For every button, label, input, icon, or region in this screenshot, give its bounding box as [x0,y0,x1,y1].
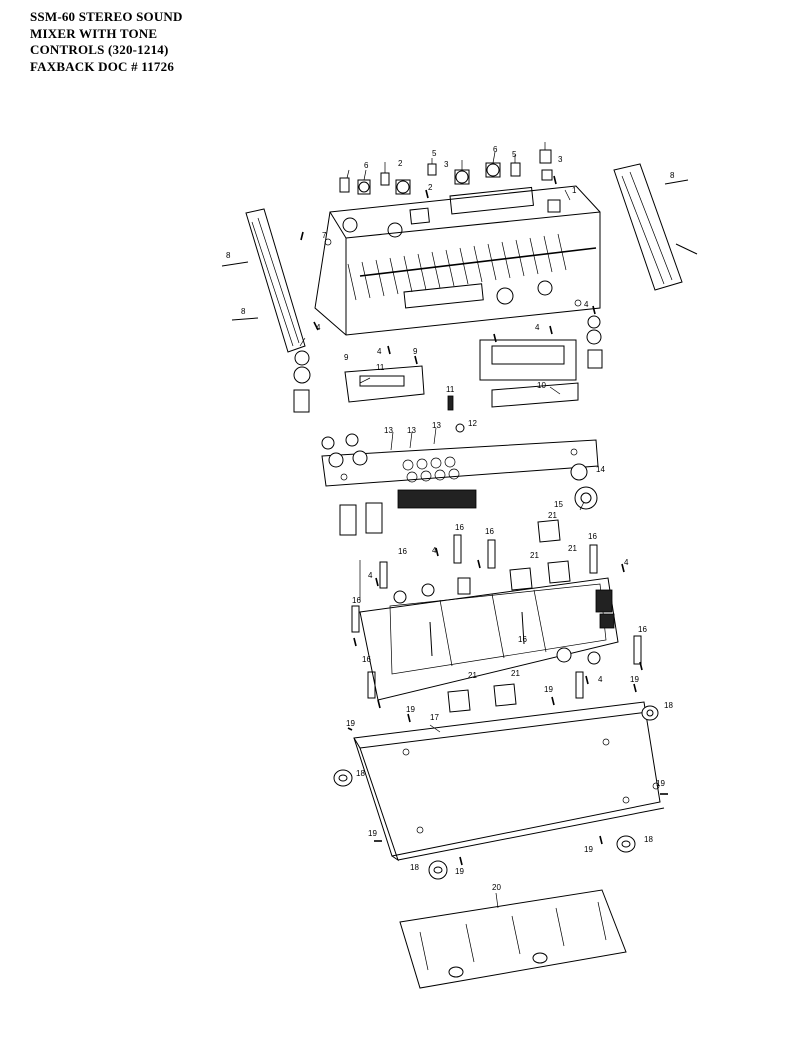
callout-21e: 21 [511,669,520,678]
callout-4e: 4 [432,546,437,555]
callout-labels: 1 2 2 3 3 4 4 4 4 4 4 4 4 5 5 6 6 7 8 8 … [226,145,675,892]
document-header: SSM-60 STEREO SOUND MIXER WITH TONE CONT… [30,9,260,75]
callout-19e: 19 [656,779,665,788]
right-jack-bracket [479,315,603,408]
callout-6b: 6 [493,145,498,154]
callout-9: 9 [344,353,349,362]
callout-19f: 19 [368,829,377,838]
callout-4b: 4 [316,323,321,332]
callout-9b: 9 [413,347,418,356]
callout-2b: 2 [428,183,433,192]
main-pcb [359,577,619,701]
header-line-3: CONTROLS (320-1214) [30,42,169,57]
callout-16f: 16 [638,625,647,634]
callout-6: 6 [364,161,369,170]
right-side-rail [613,163,698,291]
callout-11: 11 [376,363,385,372]
callout-18: 18 [664,701,673,710]
rubber-feet [333,705,659,880]
bottom-plate [399,889,627,989]
callout-16d: 16 [588,532,597,541]
left-side-rail [221,208,311,413]
callout-16b: 16 [485,527,494,536]
callout-19: 19 [346,719,355,728]
leader-lines [299,189,585,909]
callout-10: 10 [537,381,546,390]
callout-18d: 18 [410,863,419,872]
callout-16h: 16 [518,635,527,644]
callout-19c: 19 [544,685,553,694]
callout-11b: 11 [446,385,455,394]
header-line-2: MIXER WITH TONE [30,25,158,41]
callout-21: 21 [548,511,557,520]
callout-19h: 19 [455,867,464,876]
callout-7: 7 [322,231,327,240]
header-line-1: SSM-60 STEREO SOUND [30,9,183,24]
callout-5b: 5 [512,150,517,159]
callout-19b: 19 [406,705,415,714]
callout-5: 5 [432,149,437,158]
callout-13: 13 [384,426,393,435]
screws [300,175,668,866]
callout-15: 15 [554,500,563,509]
callout-2: 2 [398,159,403,168]
callout-8b: 8 [241,307,246,316]
callout-19d: 19 [630,675,639,684]
callout-17: 17 [430,713,439,722]
callout-19g: 19 [584,845,593,854]
callout-4f: 4 [624,558,629,567]
callout-14: 14 [596,465,605,474]
bottom-chassis [353,701,665,862]
callout-3b: 3 [558,155,563,164]
callout-4c: 4 [377,347,382,356]
top-panel [314,185,601,336]
callout-12: 12 [468,419,477,428]
callout-4: 4 [584,300,589,309]
callout-13c: 13 [432,421,441,430]
callout-4h: 4 [598,675,603,684]
callout-16c: 16 [398,547,407,556]
header-line-4: FAXBACK DOC # 11726 [30,58,175,74]
callout-21d: 21 [468,671,477,680]
callout-16: 16 [455,523,464,532]
callout-13b: 13 [407,426,416,435]
standoffs [351,519,642,713]
knob-row [339,142,553,195]
callout-3: 3 [444,160,449,169]
jack-panel [321,433,599,536]
callout-8c: 8 [670,171,675,180]
callout-4g: 4 [368,571,373,580]
callout-16e: 16 [352,596,361,605]
callout-1: 1 [572,186,577,195]
callout-16g: 16 [362,655,371,664]
callout-18b: 18 [356,769,365,778]
callout-8: 8 [226,251,231,260]
callout-20: 20 [492,883,501,892]
small-boards [344,365,465,451]
callout-18c: 18 [644,835,653,844]
callout-21c: 21 [568,544,577,553]
callout-21b: 21 [530,551,539,560]
callout-4d: 4 [535,323,540,332]
